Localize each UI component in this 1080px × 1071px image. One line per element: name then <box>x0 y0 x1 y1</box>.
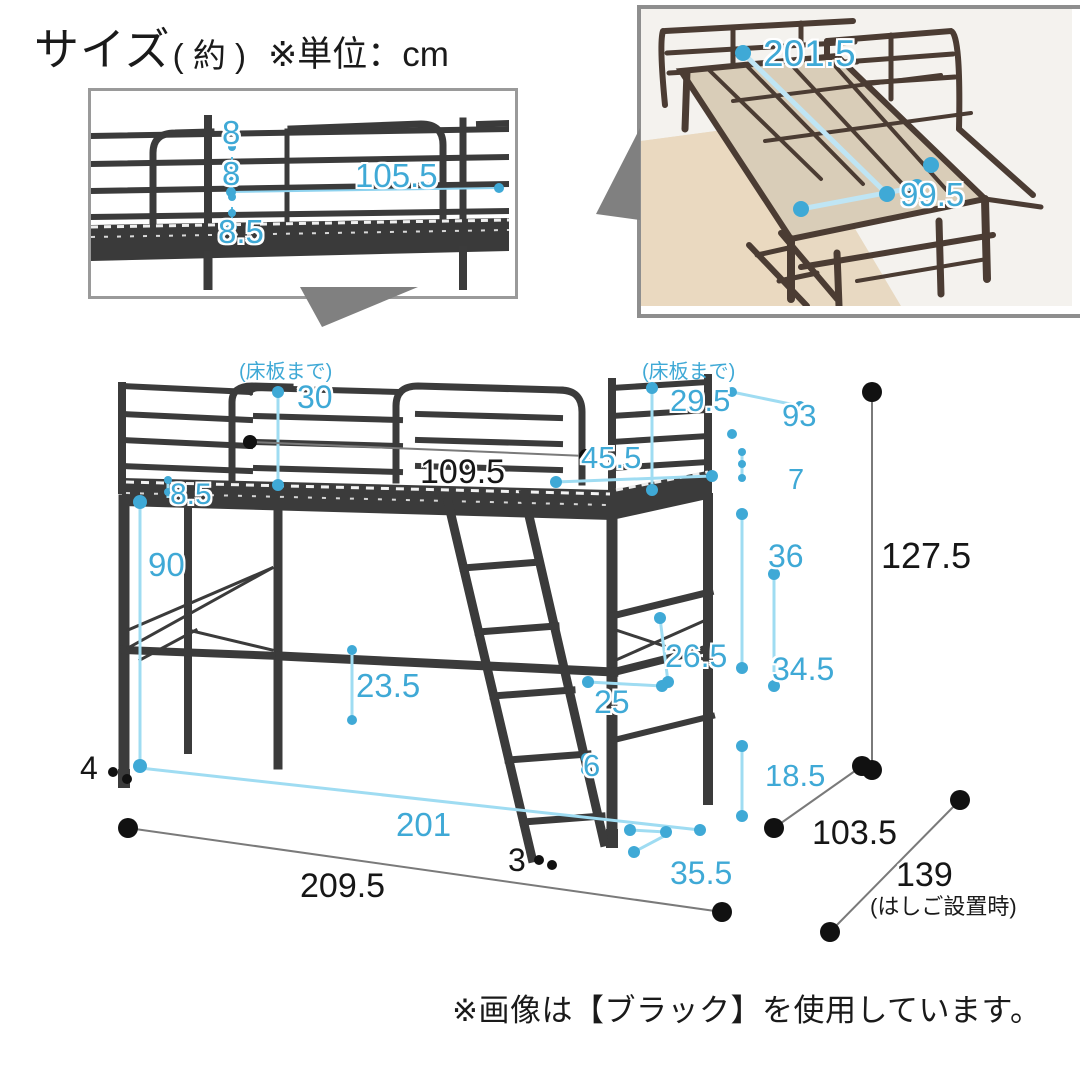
dim-ladder-width-25: 25 <box>594 684 630 720</box>
bed-photo-drawing <box>641 9 1072 306</box>
dim-ladder-rung-6: 6 <box>583 748 601 783</box>
dim-left-rail-to-floorboard: 30 <box>297 379 333 415</box>
dim-right-rail-to-floorboard: 29.5 <box>670 383 731 418</box>
dim-photo-length: 201.5 <box>763 33 856 74</box>
dim-bed-inner-width: 109.5 <box>420 453 506 491</box>
dim-left-board-thickness: 8.5 <box>170 478 212 511</box>
page-title: サイズ ( 約 ) ※単位：cm <box>34 16 674 72</box>
dim-depth-103-5: 103.5 <box>812 814 898 852</box>
dim-rail-length: 105.5 <box>355 157 438 194</box>
dim-foot-height-4: 4 <box>80 750 98 786</box>
dim-depth-with-ladder-139: 139 <box>896 856 953 894</box>
guardrail-detail-inset <box>88 88 518 299</box>
dim-rail-gap-top: 8 <box>222 114 241 151</box>
dim-lower-rail-23-5: 23.5 <box>356 667 421 704</box>
dim-ladder-rung-spacing: 26.5 <box>665 638 728 674</box>
callout-arrow-down <box>300 287 418 327</box>
dim-ladder-foot-3: 3 <box>508 842 526 878</box>
dim-rail-opening: 45.5 <box>581 440 642 475</box>
callout-arrow-left <box>596 128 640 220</box>
dim-right-post-36: 36 <box>768 538 804 574</box>
image-color-caption: ※画像は【ブラック】を使用しています。 <box>452 993 1042 1028</box>
note-ladder-installed: (はしご設置時) <box>870 894 1017 919</box>
note-right-floorboard: (床板まで) <box>642 361 736 383</box>
page-title-main: サイズ <box>34 24 171 75</box>
dim-overall-height: 127.5 <box>881 535 972 576</box>
dim-outer-length-209-5: 209.5 <box>300 867 386 905</box>
bed-photo-inset <box>637 5 1080 318</box>
dim-inner-length-201: 201 <box>396 806 452 843</box>
dim-rail-gap-bottom: 8.5 <box>218 213 264 250</box>
dim-photo-width: 99.5 <box>900 176 965 213</box>
dim-bottom-rail-18-5: 18.5 <box>765 758 826 793</box>
loft-bed-perspective-drawing <box>108 374 970 942</box>
dim-clearance-90: 90 <box>148 546 185 583</box>
dim-ladder-projection-35-5: 35.5 <box>670 855 733 891</box>
page-title-paren: ( 約 ) <box>172 37 246 74</box>
dim-post-offset-7: 7 <box>788 464 805 496</box>
note-left-floorboard: (床板まで) <box>239 361 333 383</box>
guardrail-detail-drawing <box>91 115 509 290</box>
dim-rail-gap-mid: 8 <box>222 155 241 192</box>
dim-right-post-34-5: 34.5 <box>772 651 835 687</box>
page-title-unit: ※単位：cm <box>267 35 449 74</box>
dim-rail-height-93: 93 <box>782 398 817 433</box>
